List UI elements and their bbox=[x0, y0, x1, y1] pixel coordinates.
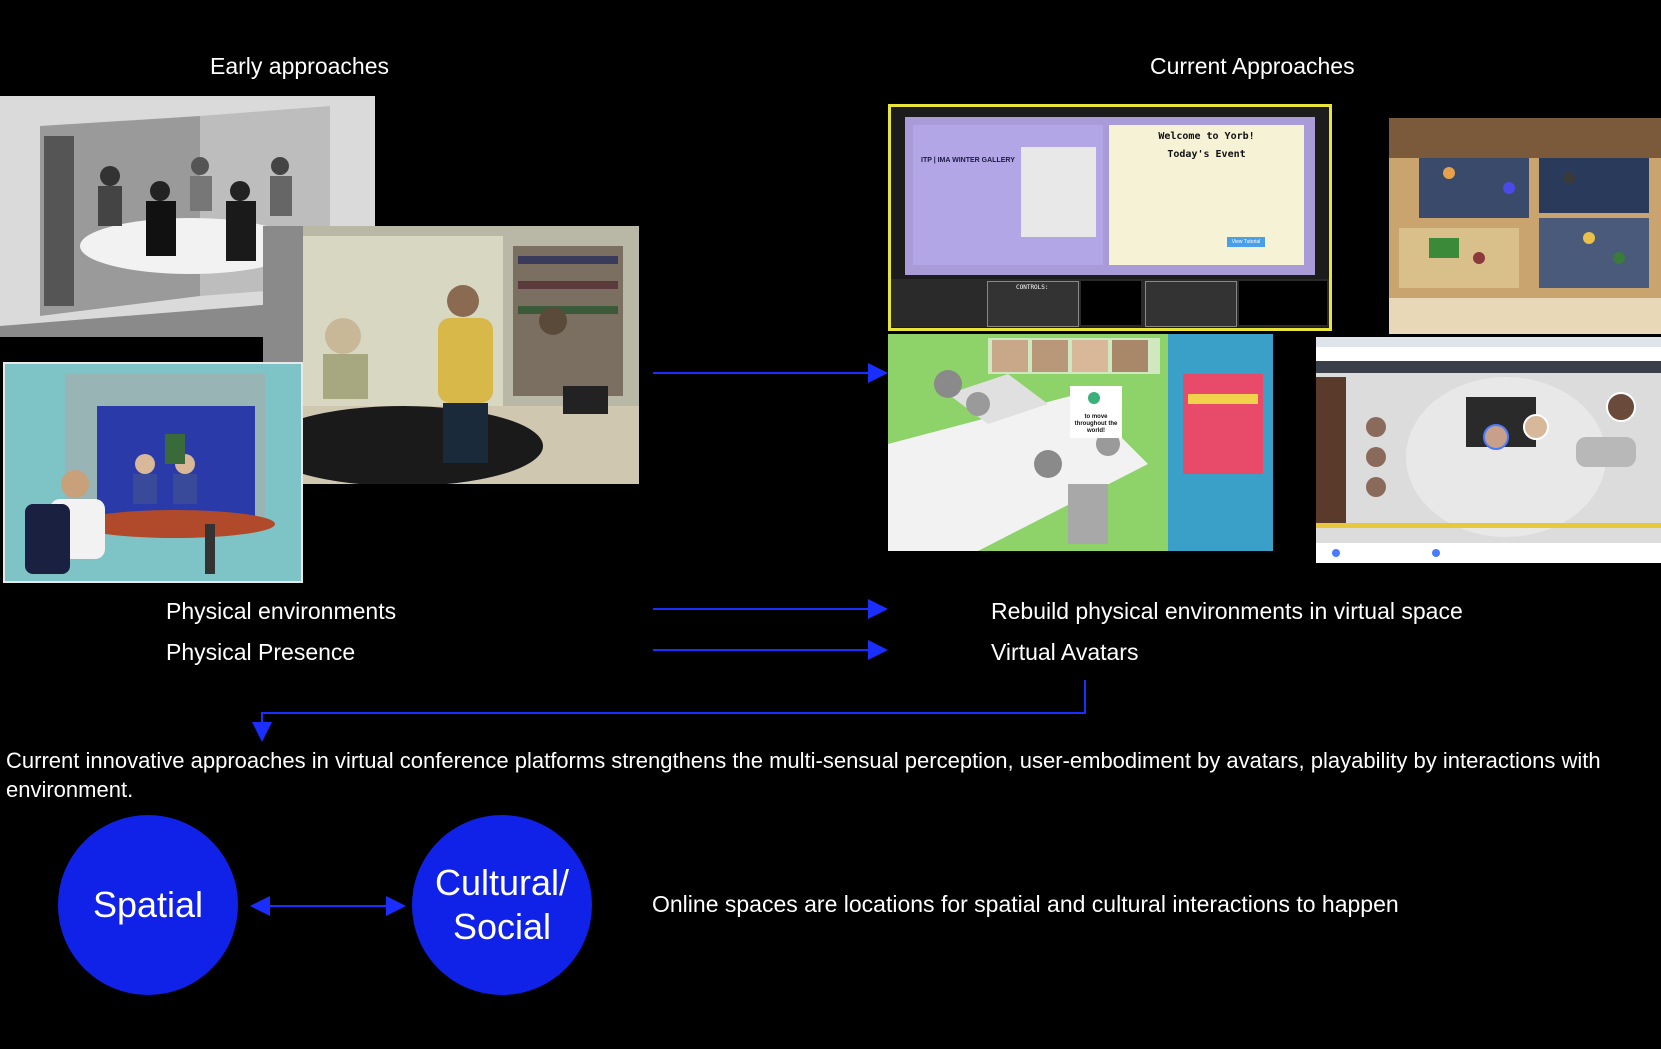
arrow-to-summary bbox=[252, 680, 1086, 742]
yorb-move-hint: to move throughout the world! bbox=[1074, 414, 1118, 434]
yorb-gallery-title: ITP | IMA WINTER GALLERY bbox=[921, 157, 1015, 164]
circle-cultural-label: Cultural/ Social bbox=[434, 862, 570, 947]
current-screenshot-yorb-world: to move throughout the world! bbox=[888, 334, 1273, 551]
current-screenshot-gather-office bbox=[1389, 118, 1661, 334]
label-rebuild-virtual: Rebuild physical environments in virtual… bbox=[991, 598, 1463, 624]
yorb-controls-label: CONTROLS: bbox=[1016, 284, 1049, 291]
early-approaches-heading: Early approaches bbox=[210, 53, 389, 79]
current-screenshot-yorb: ITP | IMA WINTER GALLERY Welcome to Yorb… bbox=[888, 104, 1332, 331]
early-photo-office-booth bbox=[0, 96, 375, 337]
yorb-title-1: Welcome to Yorb! bbox=[1158, 131, 1255, 142]
label-physical-environments: Physical environments bbox=[166, 598, 397, 624]
circle-cultural-social: Cultural/ Social bbox=[412, 815, 592, 995]
yorb-tutorial-button: View Tutorial bbox=[1227, 237, 1265, 247]
conclusion-text: Online spaces are locations for spatial … bbox=[652, 891, 1399, 917]
summary-text: Current innovative approaches in virtual… bbox=[6, 748, 1601, 802]
yorb-title-2: Today's Event bbox=[1167, 149, 1246, 160]
current-screenshot-virtual-lounge bbox=[1316, 337, 1661, 563]
circle-spatial: Spatial bbox=[58, 815, 238, 995]
current-approaches-heading: Current Approaches bbox=[1150, 53, 1355, 79]
early-photo-telepresence-screen bbox=[3, 362, 303, 583]
circle-spatial-label: Spatial bbox=[92, 884, 204, 925]
label-virtual-avatars: Virtual Avatars bbox=[991, 639, 1139, 665]
label-physical-presence: Physical Presence bbox=[166, 639, 356, 665]
